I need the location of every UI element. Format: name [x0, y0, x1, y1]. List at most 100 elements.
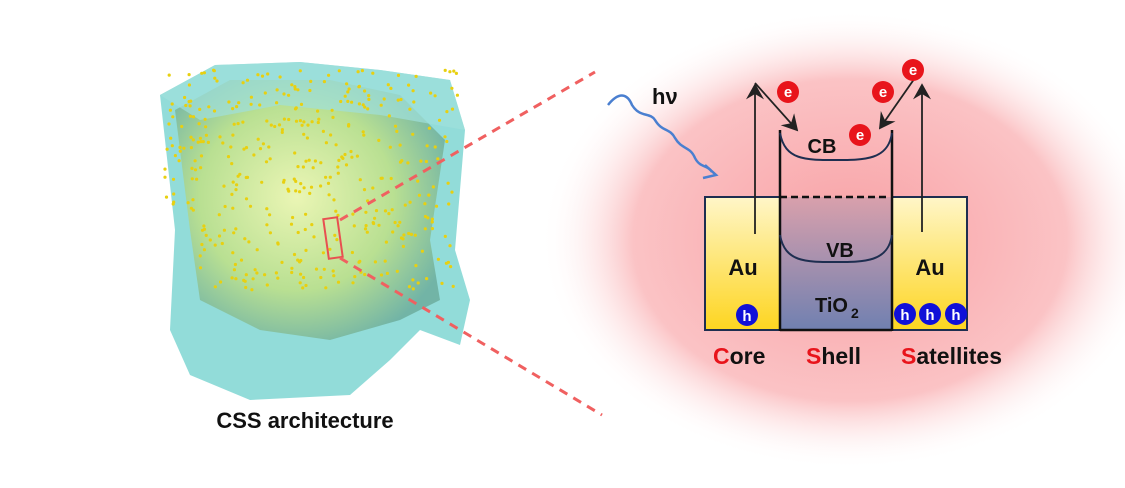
satellite-dot [187, 73, 191, 77]
satellite-dot [447, 202, 451, 206]
satellite-dot [207, 105, 211, 109]
satellite-dot [302, 132, 306, 136]
satellite-dot [444, 261, 448, 265]
satellite-dot [371, 186, 375, 190]
satellite-dot [251, 277, 255, 281]
satellite-dot [177, 159, 181, 163]
satellite-dot [290, 266, 294, 270]
satellite-dot [374, 209, 379, 213]
satellite-dot [260, 74, 265, 78]
satellite-dot [328, 247, 332, 251]
satellite-dot [440, 281, 444, 285]
satellite-dot [296, 230, 300, 235]
satellite-dot [265, 207, 269, 211]
satellite-dot [244, 146, 249, 150]
satellite-dot [255, 271, 259, 275]
satellite-dot [300, 123, 304, 127]
satellite-dot [379, 103, 383, 107]
satellite-dot [217, 213, 221, 217]
satellite-dot [199, 140, 203, 144]
satellite-dot [243, 279, 247, 283]
satellite-dot [357, 260, 361, 264]
satellite-dot [222, 184, 226, 188]
satellite-dot [346, 99, 350, 103]
satellite-dot [413, 233, 417, 237]
satellite-dot [433, 94, 437, 98]
satellite-dot [343, 94, 347, 98]
satellite-dot [396, 224, 400, 228]
satellite-dot [218, 135, 222, 139]
satellite-dot [409, 232, 413, 236]
satellite-dot [416, 281, 420, 285]
satellite-dot [213, 76, 217, 80]
satellite-dot [316, 109, 320, 113]
satellite-dot [411, 89, 415, 93]
satellite-dot [171, 202, 175, 206]
satellite-dot [305, 136, 309, 140]
satellite-dot [448, 244, 452, 248]
satellite-dot [417, 193, 421, 197]
satellite-dot [298, 281, 302, 285]
satellite-dot [431, 185, 435, 189]
satellite-dot [349, 149, 353, 154]
satellite-dot [263, 91, 267, 95]
satellite-dot [260, 180, 264, 184]
core-transfer-arrow [754, 82, 799, 132]
satellite-dot [366, 107, 370, 111]
satellite-dot [357, 84, 361, 88]
satellite-dot [217, 234, 222, 238]
satellite-dot [199, 154, 204, 158]
satellite-dot [292, 177, 296, 181]
satellite-dot [188, 104, 192, 108]
satellite-dot [322, 80, 326, 84]
satellite-dot [314, 267, 319, 271]
satellite-dot [169, 136, 173, 140]
electron-1: e [777, 81, 799, 103]
satellite-dot [267, 145, 271, 149]
satellite-dot [362, 188, 367, 192]
satellite-dot [364, 210, 368, 214]
satellite-dot [252, 153, 256, 157]
satellite-dot [171, 115, 175, 119]
caption: CSS architecture [216, 408, 393, 433]
satellite-dot [436, 157, 440, 161]
satellite-dot [178, 149, 182, 153]
satellite-dot [307, 158, 311, 162]
satellite-dot [280, 260, 284, 264]
cb-label: CB [808, 136, 837, 158]
satellite-dot [340, 155, 344, 159]
satellite-dot [290, 270, 294, 275]
satellite-dot [249, 102, 253, 106]
satellite-dot [351, 212, 355, 216]
satellite-dot [167, 122, 171, 126]
satellite-dot [450, 86, 454, 90]
satellite-dot [265, 223, 269, 227]
satellite-dot [383, 259, 387, 263]
satellite-dot [235, 183, 239, 187]
satellite-dot [336, 171, 340, 175]
satellite-dot [282, 92, 286, 96]
satellite-dot [204, 125, 208, 129]
satellite-dot [331, 269, 335, 273]
satellite-dot [423, 227, 427, 231]
satellite-dot [219, 280, 223, 284]
satellite-dot [258, 147, 263, 151]
satellite-dot [398, 220, 402, 224]
satellite-dot [308, 88, 312, 93]
satellite-dot [414, 264, 418, 268]
satellite-dot [454, 71, 458, 75]
satellite-dot [324, 286, 328, 290]
satellite-dot [204, 233, 208, 237]
satellite-dot [377, 138, 381, 142]
satellite-dot [380, 176, 384, 180]
zoom-region-marker [322, 216, 344, 260]
satellite-dot [355, 154, 359, 158]
satellite-dot [363, 227, 368, 231]
satellite-dot [346, 90, 350, 94]
satellite-dot [304, 212, 308, 216]
satellite-dot [336, 280, 341, 284]
satellite-dot [443, 135, 447, 139]
